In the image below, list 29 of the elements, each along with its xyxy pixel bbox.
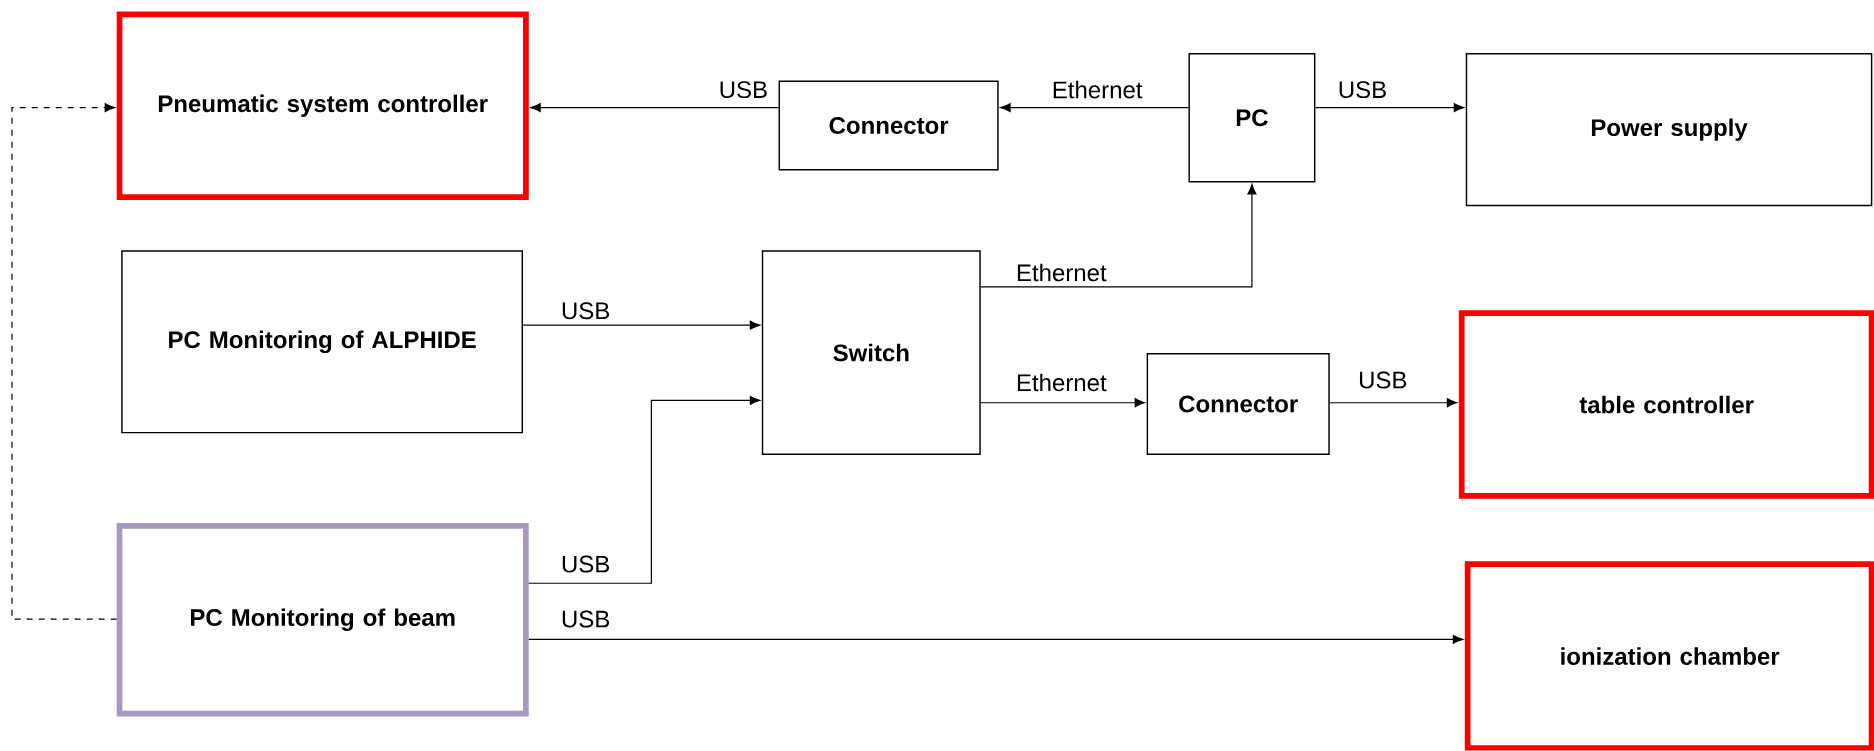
edge-label: Ethernet bbox=[1049, 79, 1145, 101]
edge-label: USB bbox=[558, 553, 613, 575]
block-box: table controller bbox=[1458, 310, 1874, 500]
arrow bbox=[528, 635, 1464, 645]
block-box: ionization chamber bbox=[1464, 561, 1874, 751]
arrow bbox=[1000, 103, 1190, 113]
block-box: PC Monitoring of beam bbox=[116, 523, 529, 717]
arrow bbox=[530, 103, 780, 113]
arrow bbox=[980, 398, 1145, 408]
edge-label: USB bbox=[558, 300, 613, 322]
edge-label: Ethernet bbox=[1013, 261, 1109, 284]
edge-label: USB bbox=[558, 608, 613, 630]
block-box: PC Monitoring of ALPHIDE bbox=[121, 250, 523, 434]
edge-label: USB bbox=[716, 79, 771, 101]
arrow bbox=[522, 320, 761, 330]
block-box: Pneumatic system controller bbox=[116, 11, 529, 201]
block-box: Switch bbox=[761, 250, 981, 456]
edge-label: USB bbox=[1335, 79, 1390, 101]
dashed-connector bbox=[11, 103, 118, 620]
edge-label: Ethernet bbox=[1013, 371, 1109, 394]
arrow bbox=[980, 184, 1257, 288]
edge-label: USB bbox=[1356, 369, 1410, 391]
arrow bbox=[528, 396, 761, 585]
block-box: PC bbox=[1188, 53, 1316, 183]
arrow bbox=[1314, 103, 1465, 113]
arrow bbox=[1329, 398, 1458, 408]
block-box: Power supply bbox=[1465, 53, 1873, 207]
block-box: Connector bbox=[778, 80, 999, 171]
block-box: Connector bbox=[1146, 353, 1330, 456]
